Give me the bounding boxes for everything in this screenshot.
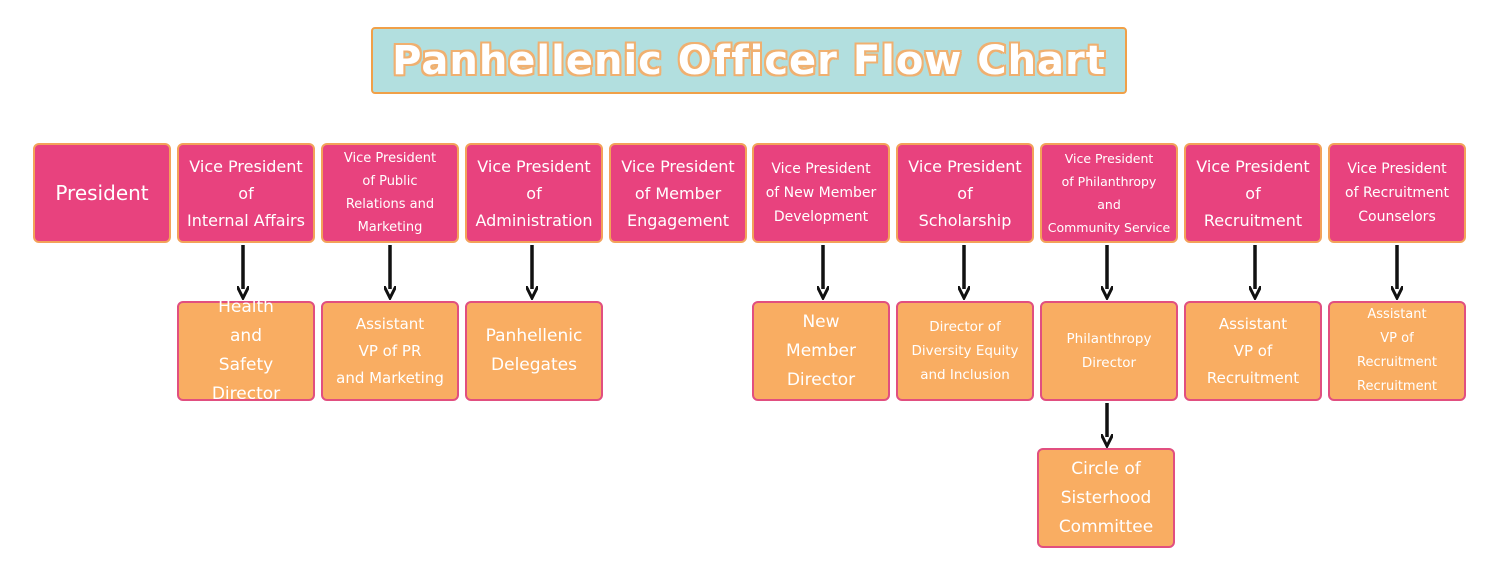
assistant-vp-recruitment: Assistant VP of Recruitment bbox=[1184, 301, 1322, 401]
assistant-label: Assistant VP of PR and Marketing bbox=[336, 314, 444, 387]
assistant-label: Philanthropy Director bbox=[1066, 331, 1152, 371]
officer-vp-recruitment: Vice President of Recruitment bbox=[1184, 143, 1322, 243]
officer-vp-recruitment-counselors: Vice President of Recruitment Counselors bbox=[1328, 143, 1466, 243]
officer-vp-member-engagement: Vice President of Member Engagement bbox=[609, 143, 747, 243]
officer-president: President bbox=[33, 143, 171, 243]
officer-label: Vice President of New Member Development bbox=[765, 161, 877, 225]
assistant-vp-recruitment-counselors: Assistant VP of Recruitment Recruitment bbox=[1328, 301, 1466, 401]
assistant-health-safety-director: Health and Safety Director bbox=[177, 297, 315, 404]
title-banner: Panhellenic Officer Flow Chart bbox=[371, 27, 1127, 94]
assistant-label: Assistant VP of Recruitment Recruitment bbox=[1357, 307, 1437, 394]
officer-vp-new-member-development: Vice President of New Member Development bbox=[752, 143, 890, 243]
officer-label: Vice President of Recruitment bbox=[1196, 156, 1310, 230]
officer-vp-public-relations: Vice President of Public Relations and M… bbox=[321, 143, 459, 243]
officer-label: Vice President of Recruitment Counselors bbox=[1345, 161, 1449, 225]
assistant-label: Director of Diversity Equity and Inclusi… bbox=[911, 319, 1019, 383]
assistant-director-dei: Director of Diversity Equity and Inclusi… bbox=[896, 301, 1034, 401]
officer-label: Vice President of Philanthropy and Commu… bbox=[1047, 151, 1171, 235]
officer-label: Vice President of Member Engagement bbox=[621, 156, 735, 230]
assistant-label: Health and Safety Director bbox=[211, 297, 281, 404]
assistant-label: Assistant VP of Recruitment bbox=[1206, 314, 1300, 387]
officer-vp-philanthropy: Vice President of Philanthropy and Commu… bbox=[1040, 143, 1178, 243]
officer-vp-administration: Vice President of Administration bbox=[465, 143, 603, 243]
officer-label: President bbox=[55, 181, 149, 205]
assistant-philanthropy-director: Philanthropy Director bbox=[1040, 301, 1178, 401]
officer-label: Vice President of Administration bbox=[475, 156, 593, 230]
assistant-new-member-director: New Member Director bbox=[752, 301, 890, 401]
assistant-vp-pr-marketing: Assistant VP of PR and Marketing bbox=[321, 301, 459, 401]
assistant-label: Circle of Sisterhood Committee bbox=[1058, 458, 1154, 537]
officer-vp-scholarship: Vice President of Scholarship bbox=[896, 143, 1034, 243]
chart-title: Panhellenic Officer Flow Chart bbox=[392, 37, 1106, 84]
committee-circle-of-sisterhood: Circle of Sisterhood Committee bbox=[1037, 448, 1175, 548]
assistant-label: New Member Director bbox=[786, 311, 856, 390]
assistant-label: Panhellenic Delegates bbox=[485, 326, 583, 375]
officer-label: Vice President of Internal Affairs bbox=[187, 156, 305, 230]
officer-label: Vice President of Scholarship bbox=[908, 156, 1022, 230]
officer-label: Vice President of Public Relations and M… bbox=[343, 151, 437, 235]
assistant-panhellenic-delegates: Panhellenic Delegates bbox=[465, 301, 603, 401]
officer-vp-internal-affairs: Vice President of Internal Affairs bbox=[177, 143, 315, 243]
